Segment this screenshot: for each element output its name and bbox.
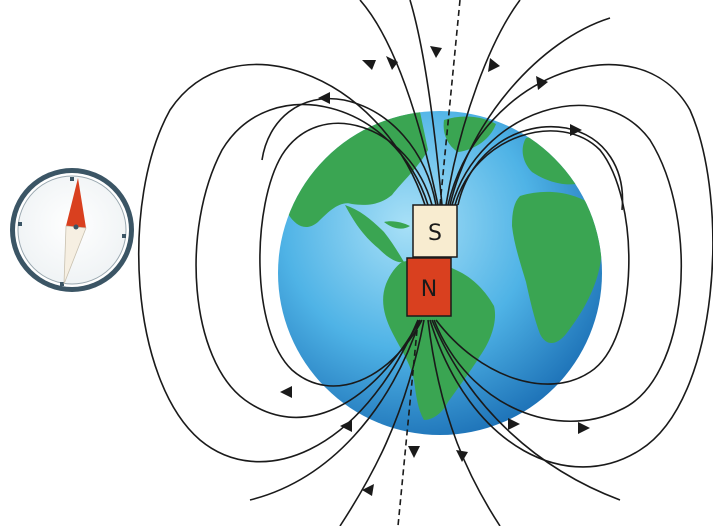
arrowhead xyxy=(488,58,500,72)
arrowhead xyxy=(362,60,376,70)
arrowhead xyxy=(508,418,520,430)
arrowhead xyxy=(386,56,398,70)
arrowhead xyxy=(430,46,442,58)
arrowhead xyxy=(280,386,292,398)
arrowhead xyxy=(578,422,590,434)
bar-magnet: S N xyxy=(407,205,457,316)
arrowhead xyxy=(318,92,330,104)
compass-tick-bottom xyxy=(60,282,64,286)
arrowhead xyxy=(456,450,468,462)
compass-tick-left xyxy=(18,222,22,226)
magnet-north-label: N xyxy=(421,277,437,302)
compass-pivot xyxy=(74,225,79,230)
compass-tick-right xyxy=(122,234,126,238)
arrowhead xyxy=(340,420,352,432)
compass-icon xyxy=(10,168,134,292)
arrowhead xyxy=(536,76,548,90)
magnet-south-label: S xyxy=(428,221,442,246)
arrowhead xyxy=(408,446,420,458)
compass-tick-top xyxy=(70,177,74,181)
